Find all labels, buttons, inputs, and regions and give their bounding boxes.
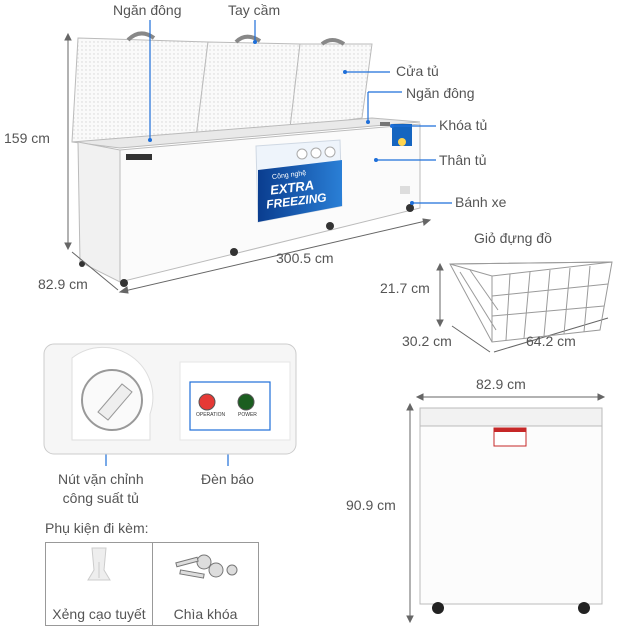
ice-scraper-icon bbox=[87, 547, 111, 581]
knob-label-line2: công suất tủ bbox=[62, 490, 139, 506]
freezer-body bbox=[77, 122, 421, 287]
side-view-illustration bbox=[419, 407, 603, 614]
label-compartment-right: Ngăn đông bbox=[406, 85, 475, 101]
freezer-lids bbox=[71, 31, 373, 143]
control-panel-illustration bbox=[43, 343, 297, 455]
keys-icon bbox=[175, 554, 238, 579]
label-wheel: Bánh xe bbox=[455, 194, 507, 210]
dim-height: 159 cm bbox=[4, 130, 50, 146]
accessory-ice-scraper: Xẻng cạo tuyết bbox=[46, 543, 153, 625]
accessories-title: Phụ kiện đi kèm: bbox=[45, 520, 149, 536]
basket-title: Giỏ đựng đồ bbox=[474, 230, 552, 246]
basket-depth: 30.2 cm bbox=[402, 333, 452, 349]
label-body: Thân tủ bbox=[439, 152, 487, 168]
knob-label: Nút vặn chỉnh công suất tủ bbox=[58, 470, 144, 508]
accessory-keys: Chìa khóa bbox=[153, 543, 258, 625]
power-text: POWER bbox=[238, 412, 257, 418]
side-width: 82.9 cm bbox=[476, 376, 526, 392]
label-lock: Khóa tủ bbox=[439, 117, 488, 133]
basket-width: 64.2 cm bbox=[526, 333, 576, 349]
side-height: 90.9 cm bbox=[346, 497, 396, 513]
operation-text: OPERATION bbox=[196, 412, 226, 418]
basket-height: 21.7 cm bbox=[380, 280, 430, 296]
accessories-box: Xẻng cạo tuyết Chìa khóa bbox=[45, 542, 259, 626]
label-door: Cửa tủ bbox=[396, 63, 439, 79]
indicator-label: Đèn báo bbox=[201, 471, 254, 487]
basket-illustration bbox=[449, 261, 613, 343]
label-compartment-top: Ngăn đông bbox=[113, 2, 182, 18]
knob-label-line1: Nút vặn chỉnh bbox=[58, 471, 144, 487]
accessory-name: Xẻng cạo tuyết bbox=[52, 606, 146, 622]
dim-width: 300.5 cm bbox=[276, 250, 334, 266]
accessory-name: Chìa khóa bbox=[173, 606, 238, 622]
dim-depth: 82.9 cm bbox=[38, 276, 88, 292]
label-handle: Tay cầm bbox=[228, 2, 281, 18]
